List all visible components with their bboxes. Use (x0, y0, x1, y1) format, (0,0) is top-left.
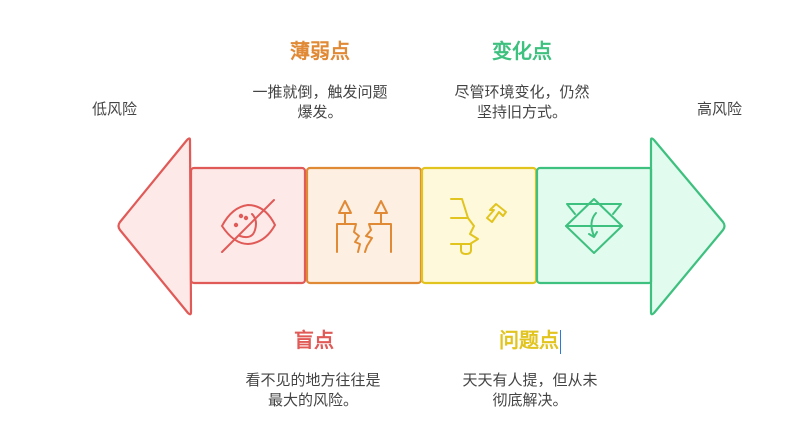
text-cursor (560, 329, 561, 354)
blind-spot-description: 看不见的地方往往是 最大的风险。 (245, 371, 381, 409)
right-arrow-head (649, 137, 726, 316)
segment-box-problem-point (420, 166, 538, 285)
eye-slash-icon (221, 199, 276, 253)
low-risk-label: 低风险 (92, 100, 138, 118)
faucet-icon (450, 198, 507, 255)
change-point-title: 变化点 (492, 39, 552, 63)
problem-point-title[interactable]: 问题点 (499, 328, 561, 354)
blind-spot-title: 盲点 (294, 328, 334, 352)
segment-box-weak-point (305, 166, 423, 285)
origami-fold-icon (565, 198, 623, 254)
left-arrow-head (117, 137, 193, 316)
change-point-description: 尽管环境变化，仍然 坚持旧方式。 (454, 83, 590, 121)
weak-point-title: 薄弱点 (290, 39, 350, 63)
cracked-pillars-icon (336, 200, 392, 253)
high-risk-label: 高风险 (697, 100, 743, 118)
weak-point-description: 一推就倒，触发问题 爆发。 (252, 83, 388, 121)
problem-point-description: 天天有人提，但从未 彻底解决。 (462, 371, 598, 409)
